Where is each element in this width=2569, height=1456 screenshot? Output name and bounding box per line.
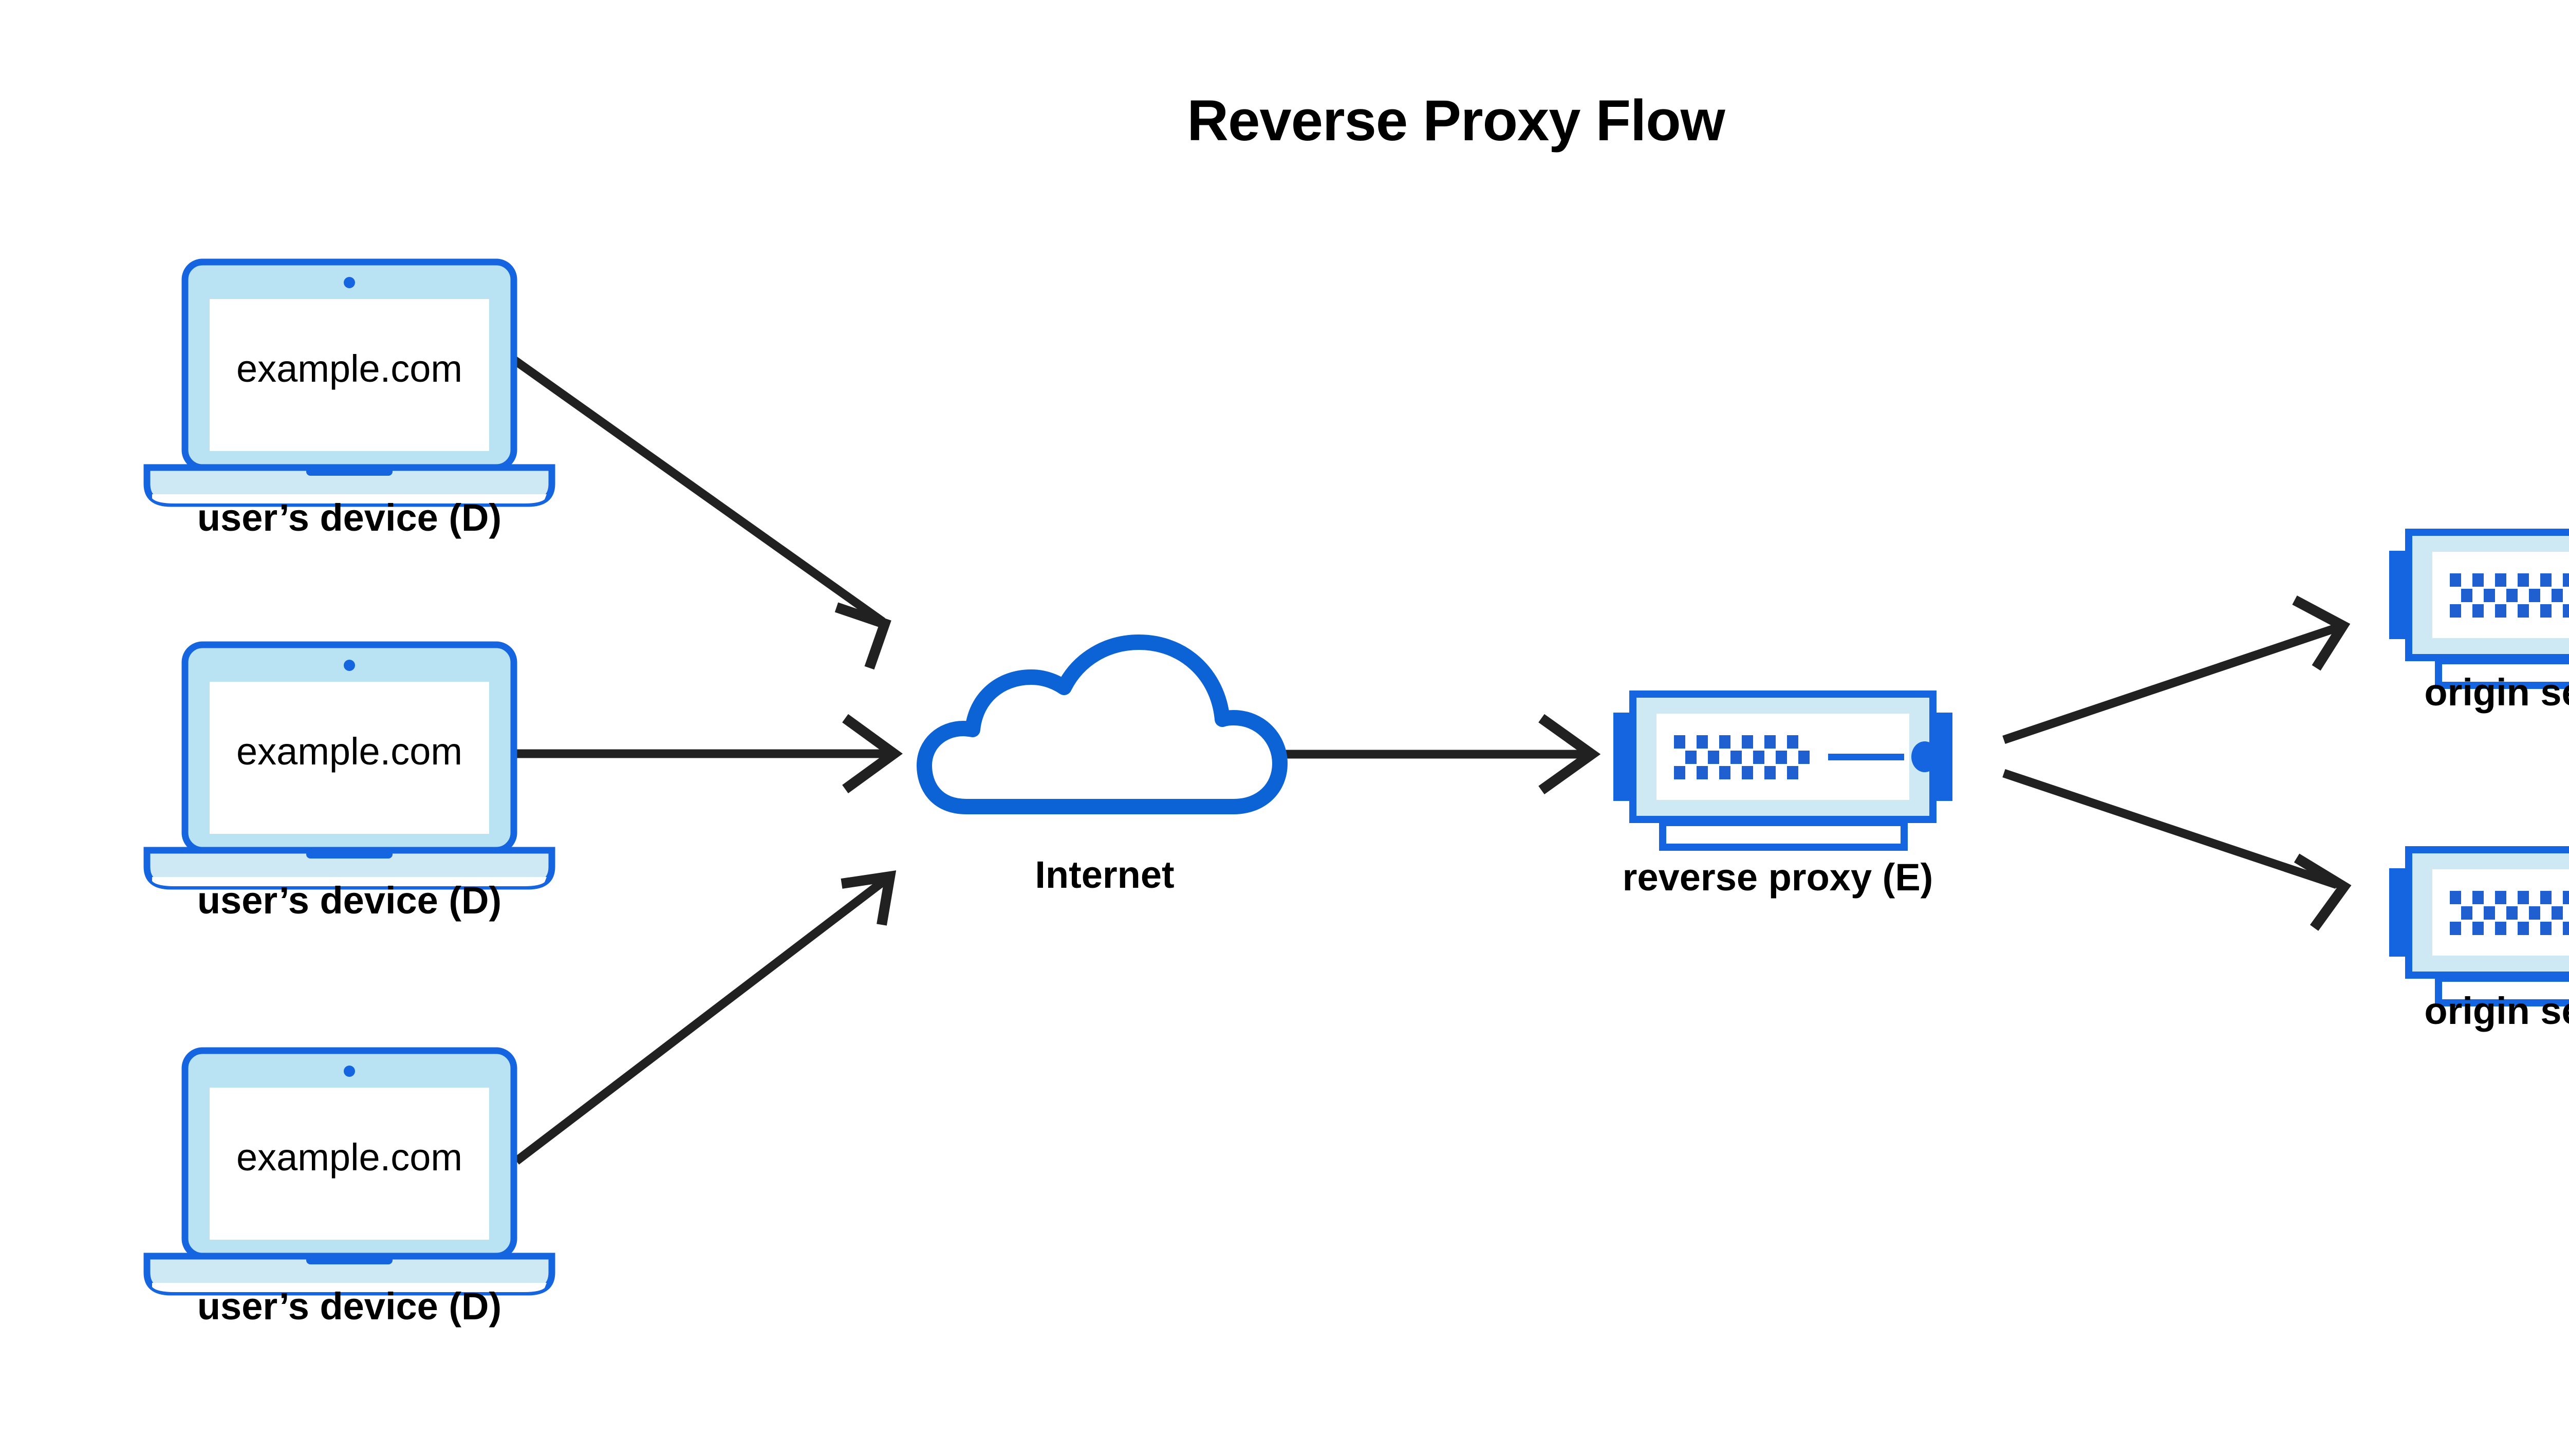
client-middle-label: user’s device (D) (197, 879, 502, 922)
client-top-label: user’s device (D) (197, 496, 502, 539)
internet-label: Internet (1035, 853, 1175, 896)
edge-client-top-to-internet (511, 356, 891, 670)
edge-proxy-to-origin-bottom (2002, 769, 2352, 931)
cloud-icon[interactable] (924, 642, 1280, 807)
reverse-proxy-label: reverse proxy (E) (1622, 856, 1933, 899)
origin-top-server-icon[interactable] (2389, 532, 2569, 685)
edge-client-bottom-to-internet (513, 870, 897, 1165)
origin-top-label: origin server (F) (2424, 671, 2569, 714)
edge-client-middle-to-internet (511, 714, 903, 794)
client-top-screen-text: example.com (236, 347, 463, 390)
client-middle-screen-text: example.com (236, 730, 463, 773)
origin-bottom-server-icon[interactable] (2389, 850, 2569, 1003)
client-bottom-label: user’s device (D) (197, 1285, 502, 1328)
edge-proxy-to-origin-top (2002, 595, 2351, 744)
origin-bottom-label: origin server (F) (2424, 990, 2569, 1032)
client-bottom-screen-text: example.com (236, 1136, 463, 1179)
page-title: Reverse Proxy Flow (1187, 88, 1725, 153)
reverse-proxy-server-icon[interactable] (1613, 694, 1952, 847)
edge-internet-to-proxy (1233, 714, 1601, 795)
